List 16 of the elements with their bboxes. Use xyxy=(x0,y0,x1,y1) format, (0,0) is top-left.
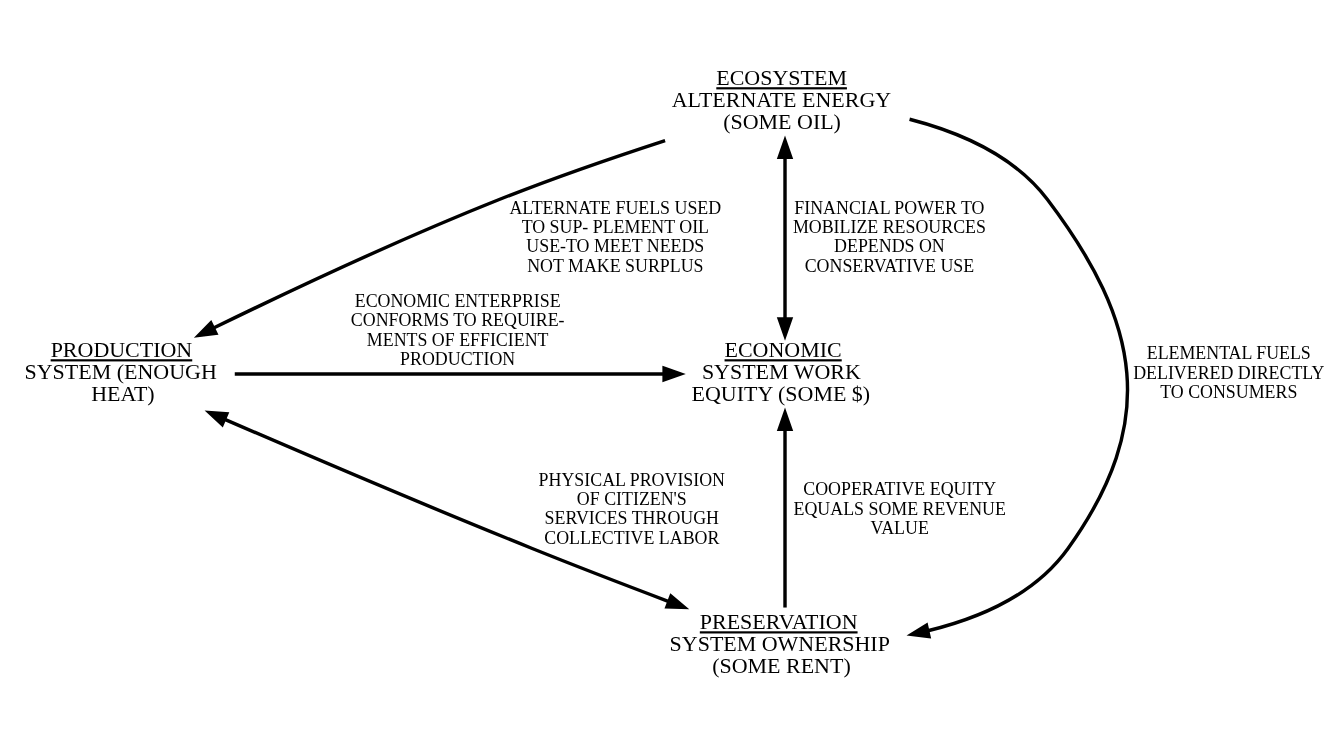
edge-label: ELEMENTAL FUELS DELIVERED DIRECTLY TO CONSUMERS xyxy=(1133,342,1325,402)
edge-label: PHYSICAL PROVISION OF CITIZEN'S SERVICES THROUGH COLLECTIVE LABOR xyxy=(538,469,726,548)
arrow xyxy=(906,117,1129,638)
node-text: ECOSYSTEM ALTERNATE ENERGY (SOME OIL) xyxy=(671,64,892,134)
arrow xyxy=(234,365,686,382)
node-text: PRODUCTION SYSTEM (ENOUGH HEAT) xyxy=(24,336,217,406)
node-text: PRESERVATION SYSTEM OWNERSHIP (SOME RENT) xyxy=(669,608,890,678)
arrow xyxy=(193,138,666,338)
edge-label: ECONOMIC ENTERPRISE CONFORMS TO REQUIRE- MENTS OF EFFICIENT PRODUCTION xyxy=(350,290,565,369)
node-text: ECONOMIC SYSTEM WORK EQUITY (SOME $) xyxy=(691,336,871,406)
edge-label: COOPERATIVE EQUITY EQUALS SOME REVENUE VALUE xyxy=(793,478,1006,538)
edge-label: ALTERNATE FUELS USED TO SUP- PLEMENT OIL USE-TO MEET NEEDS NOT MAKE SURPLUS xyxy=(509,197,722,276)
arrow xyxy=(204,410,690,609)
arrow xyxy=(776,407,794,608)
edge-label: FINANCIAL POWER TO MOBILIZE RESOURCES DEPENDS ON CONSERVATIVE USE xyxy=(792,197,986,276)
arrow xyxy=(776,135,794,341)
